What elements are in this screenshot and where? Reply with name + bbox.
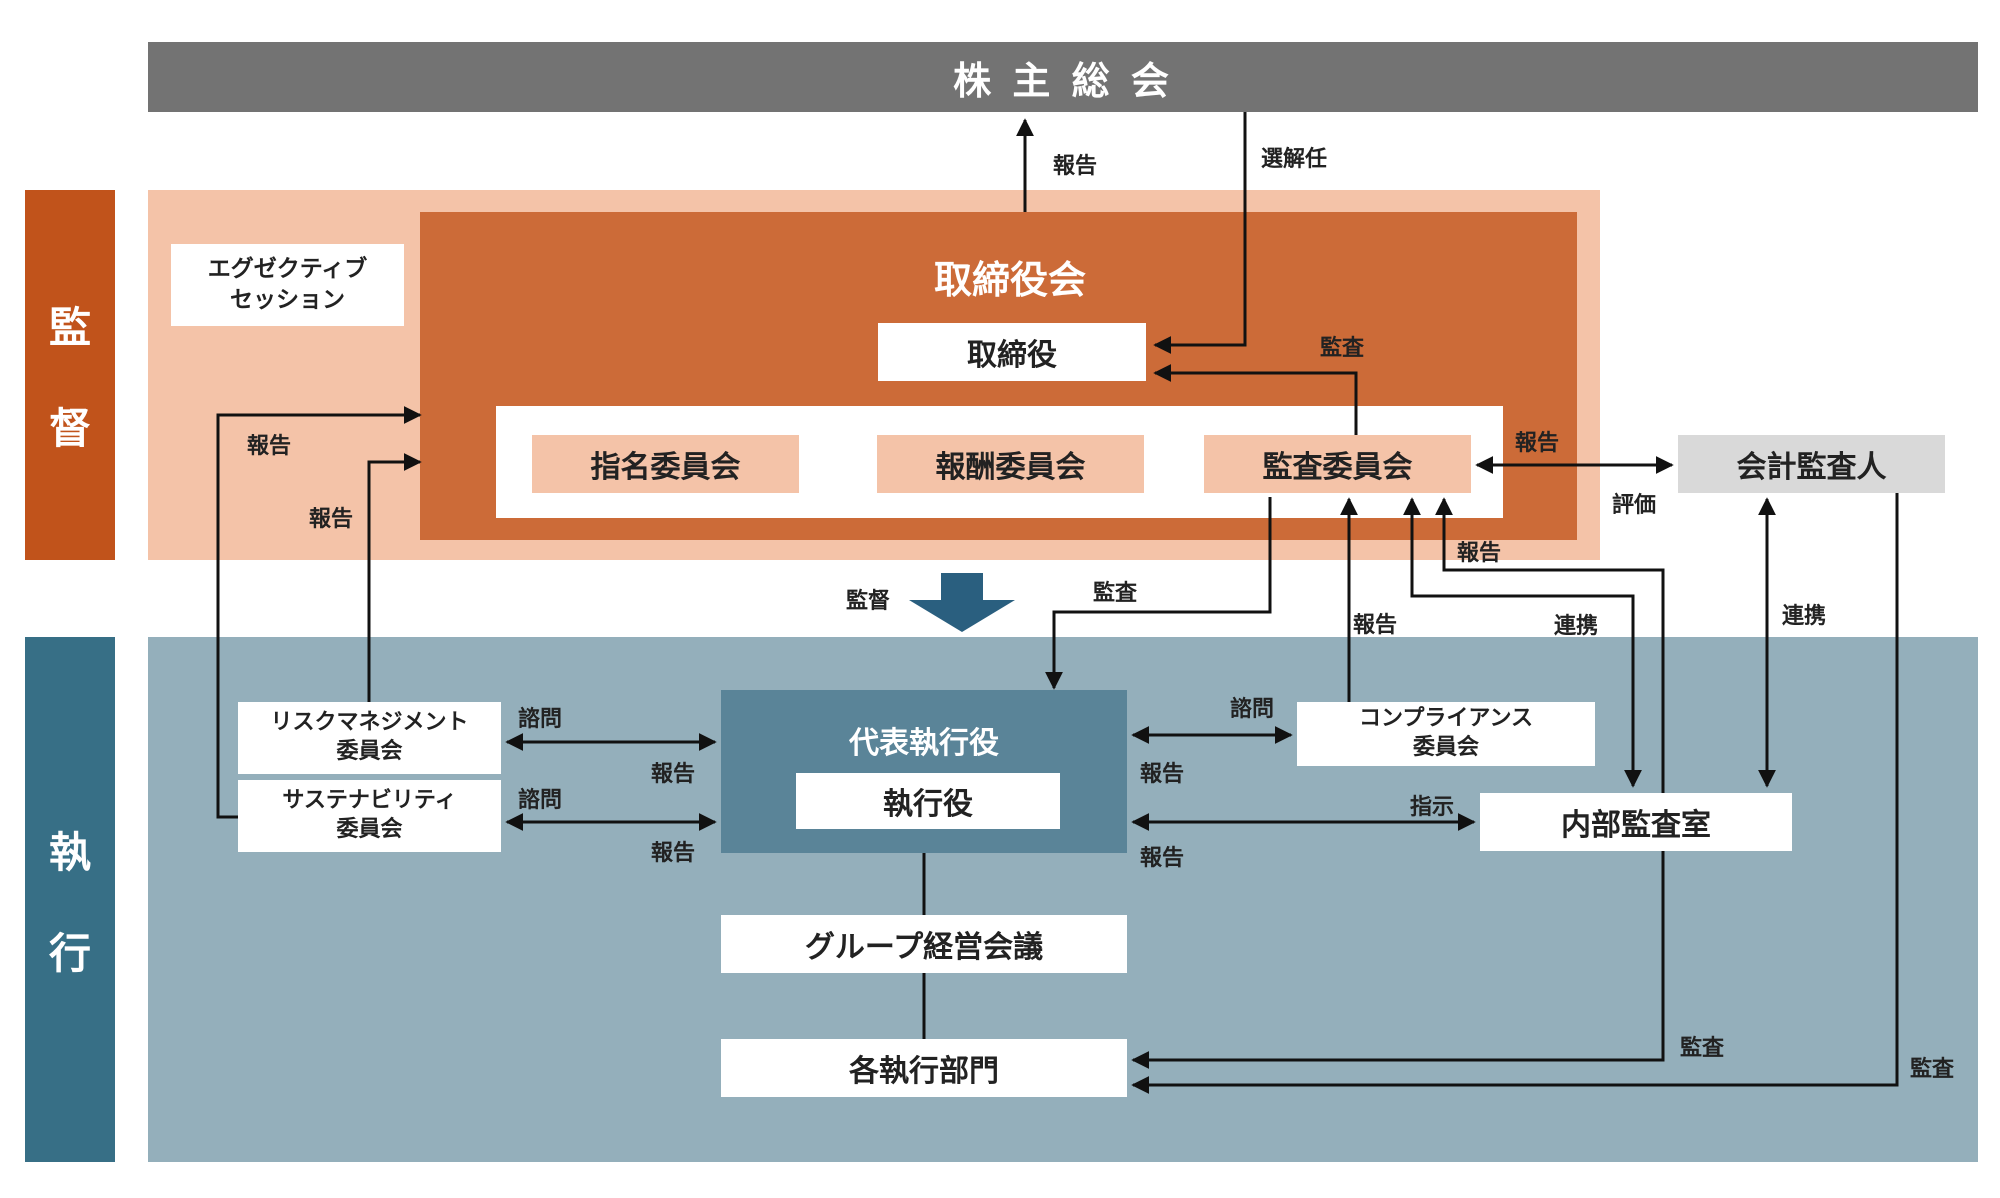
supervision-side-label: 監 督 (25, 190, 115, 560)
label-report-risk: 報告 (309, 507, 354, 532)
label-elect: 選解任 (1261, 147, 1328, 172)
label-report-to-agm: 報告 (1053, 154, 1098, 179)
representative-executive-title: 代表執行役 (849, 726, 999, 761)
compliance-committee-line-1: コンプライアンス (1358, 706, 1534, 732)
supervise-arrow (909, 573, 1015, 632)
label-report-sustainability: 報告 (247, 434, 292, 459)
shareholders-meeting: 株 主 総 会 (148, 42, 1978, 112)
sustainability-committee-line-1: サステナビリティ (282, 788, 457, 814)
label-consult-compliance: 諮問 (1230, 697, 1275, 722)
label-report-risk-exec: 報告 (651, 762, 696, 787)
executive-session-line-1: エグゼクティブ (207, 255, 368, 282)
executive-session-box: エグゼクティブ セッション (171, 244, 404, 326)
execution-char-1: 執 (48, 827, 91, 877)
board-title: 取締役会 (933, 257, 1086, 302)
label-report-internal-exec: 報告 (1140, 846, 1185, 871)
audit-committee: 監査委員会 (1204, 435, 1471, 493)
execution-side-label: 執 行 (25, 637, 115, 1162)
label-audit-auditor-depts: 監査 (1910, 1057, 1955, 1082)
executive-officers-box: 執行役 (796, 773, 1060, 829)
internal-audit-office: 内部監査室 (1480, 793, 1792, 851)
supervision-char-1: 監 (48, 303, 91, 352)
label-report-internal-audit: 報告 (1457, 541, 1502, 566)
risk-committee-line-2: 委員会 (336, 739, 403, 764)
group-management-meeting: グループ経営会議 (721, 915, 1127, 973)
sustainability-committee: サステナビリティ 委員会 (238, 780, 501, 852)
risk-committee-line-1: リスクマネジメント (270, 710, 469, 736)
label-evaluate: 評価 (1612, 493, 1657, 518)
label-supervise: 監督 (846, 589, 891, 614)
label-report-compliance-exec: 報告 (1140, 762, 1185, 787)
label-report-auditor: 報告 (1515, 431, 1560, 456)
execution-char-2: 行 (48, 928, 91, 978)
label-audit-internal-depts: 監査 (1680, 1036, 1725, 1061)
label-consult-sustainability: 諮問 (518, 788, 563, 813)
accounting-auditor-box: 会計監査人 (1678, 435, 1945, 493)
sustainability-committee-line-2: 委員会 (336, 817, 403, 842)
directors-box: 取締役 (878, 323, 1146, 381)
compliance-committee-line-2: 委員会 (1412, 735, 1479, 760)
compliance-committee: コンプライアンス 委員会 (1297, 702, 1595, 766)
label-instruct: 指示 (1410, 795, 1455, 820)
label-collaborate-auditor: 連携 (1782, 604, 1827, 629)
label-report-sustainability-exec: 報告 (651, 841, 696, 866)
execution-departments: 各執行部門 (721, 1039, 1127, 1097)
label-consult-risk: 諮問 (518, 707, 563, 732)
nomination-committee: 指名委員会 (532, 435, 799, 493)
shareholders-meeting-label: 株 主 総 会 (953, 58, 1173, 103)
compensation-committee: 報酬委員会 (877, 435, 1144, 493)
label-report-compliance: 報告 (1353, 613, 1398, 638)
supervision-char-2: 督 (48, 404, 91, 453)
risk-management-committee: リスクマネジメント 委員会 (238, 702, 501, 774)
executive-session-line-2: セッション (230, 287, 345, 313)
label-audit-directors: 監査 (1320, 336, 1365, 361)
label-collaborate-audit: 連携 (1554, 614, 1599, 639)
label-audit-executive: 監査 (1093, 581, 1138, 606)
